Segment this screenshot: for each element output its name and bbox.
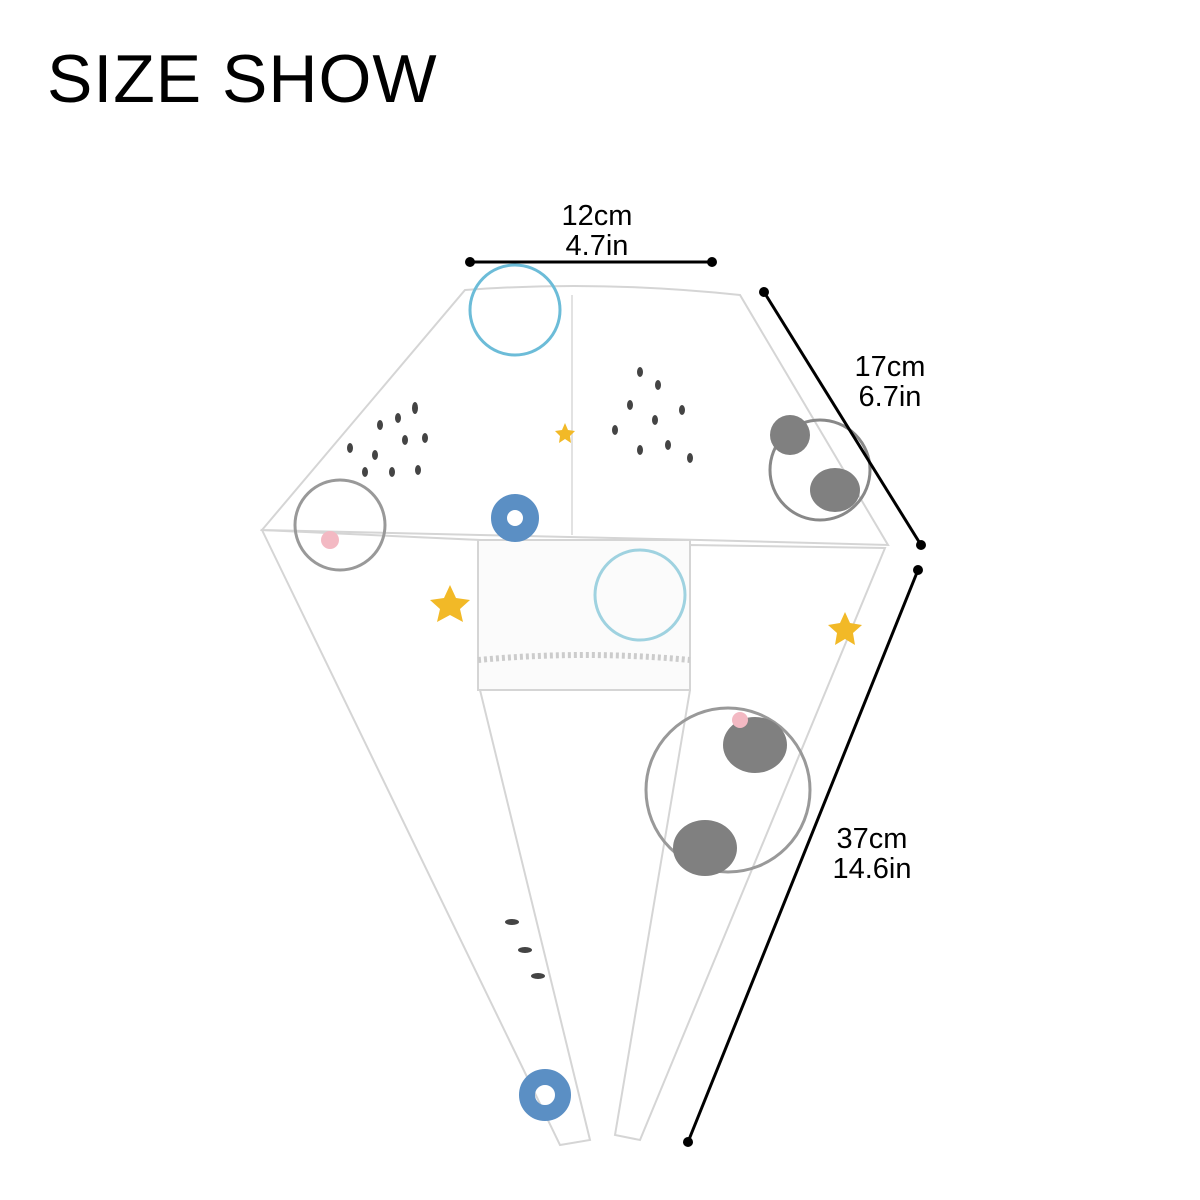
side-length-in: 6.7in: [859, 381, 922, 413]
top-width-in: 4.7in: [566, 230, 629, 262]
pattern-dots: [347, 367, 693, 979]
page-title: SIZE SHOW: [47, 41, 438, 117]
pattern-stars: [430, 423, 862, 645]
side-length-cm: 17cm: [855, 351, 926, 383]
top-width-measurement: 12cm 4.7in: [465, 200, 717, 267]
scrub-cap-illustration: [259, 263, 890, 1147]
tie-length-measurement: 37cm 14.6in: [683, 565, 923, 1147]
tie-length-cm: 37cm: [837, 823, 908, 855]
pattern-blue-rings: [491, 494, 571, 1121]
pattern-panda-faces: [293, 263, 872, 876]
top-width-cm: 12cm: [562, 200, 633, 232]
side-length-measurement: 17cm 6.7in: [759, 287, 926, 550]
tie-length-in: 14.6in: [832, 853, 911, 885]
